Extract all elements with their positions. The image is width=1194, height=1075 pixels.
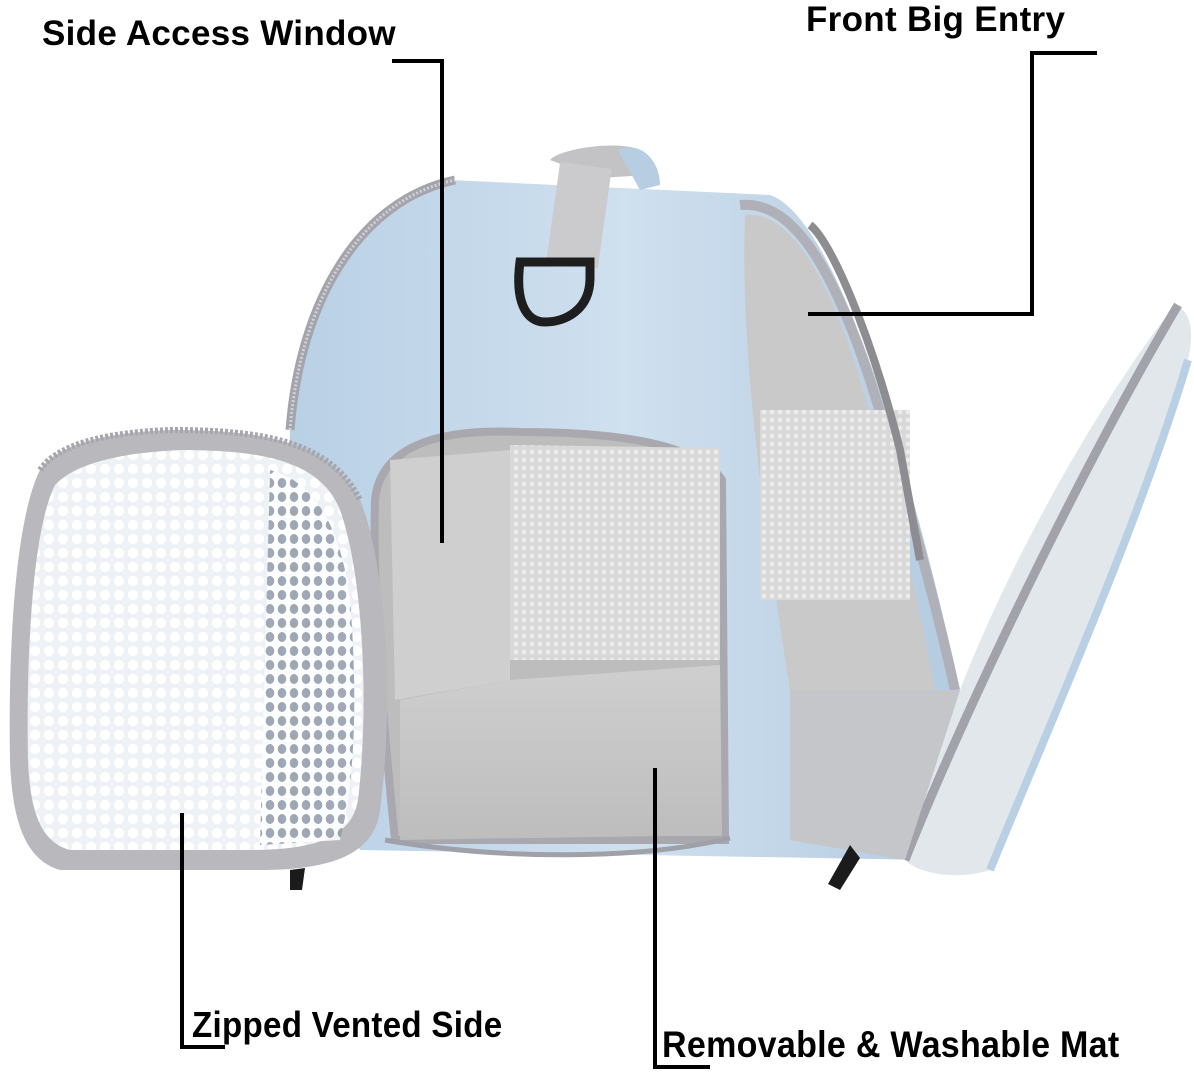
leader-front-big-entry [808,51,1097,316]
zipped-vented-side-panel [9,426,388,890]
callout-leader-lines [180,51,1097,1069]
front-entry-flap [790,302,1192,890]
leader-removable-washable-mat [653,768,710,1069]
zipper-pull-icon [828,845,860,890]
front-entry-interior [744,214,935,691]
leader-zipped-vented-side [180,813,225,1049]
callout-removable-washable-mat: Removable & Washable Mat [662,1024,1120,1065]
callout-side-access-window: Side Access Window [42,14,396,53]
callout-front-big-entry: Front Big Entry [806,0,1066,39]
leader-side-access-window [392,59,444,543]
side-access-window [370,427,731,858]
washable-mat [400,665,722,840]
zipper-pull-icon [290,868,305,890]
callout-zipped-vented-side: Zipped Vented Side [192,1004,503,1045]
d-ring-icon [514,257,595,327]
handle-strap [514,145,660,327]
